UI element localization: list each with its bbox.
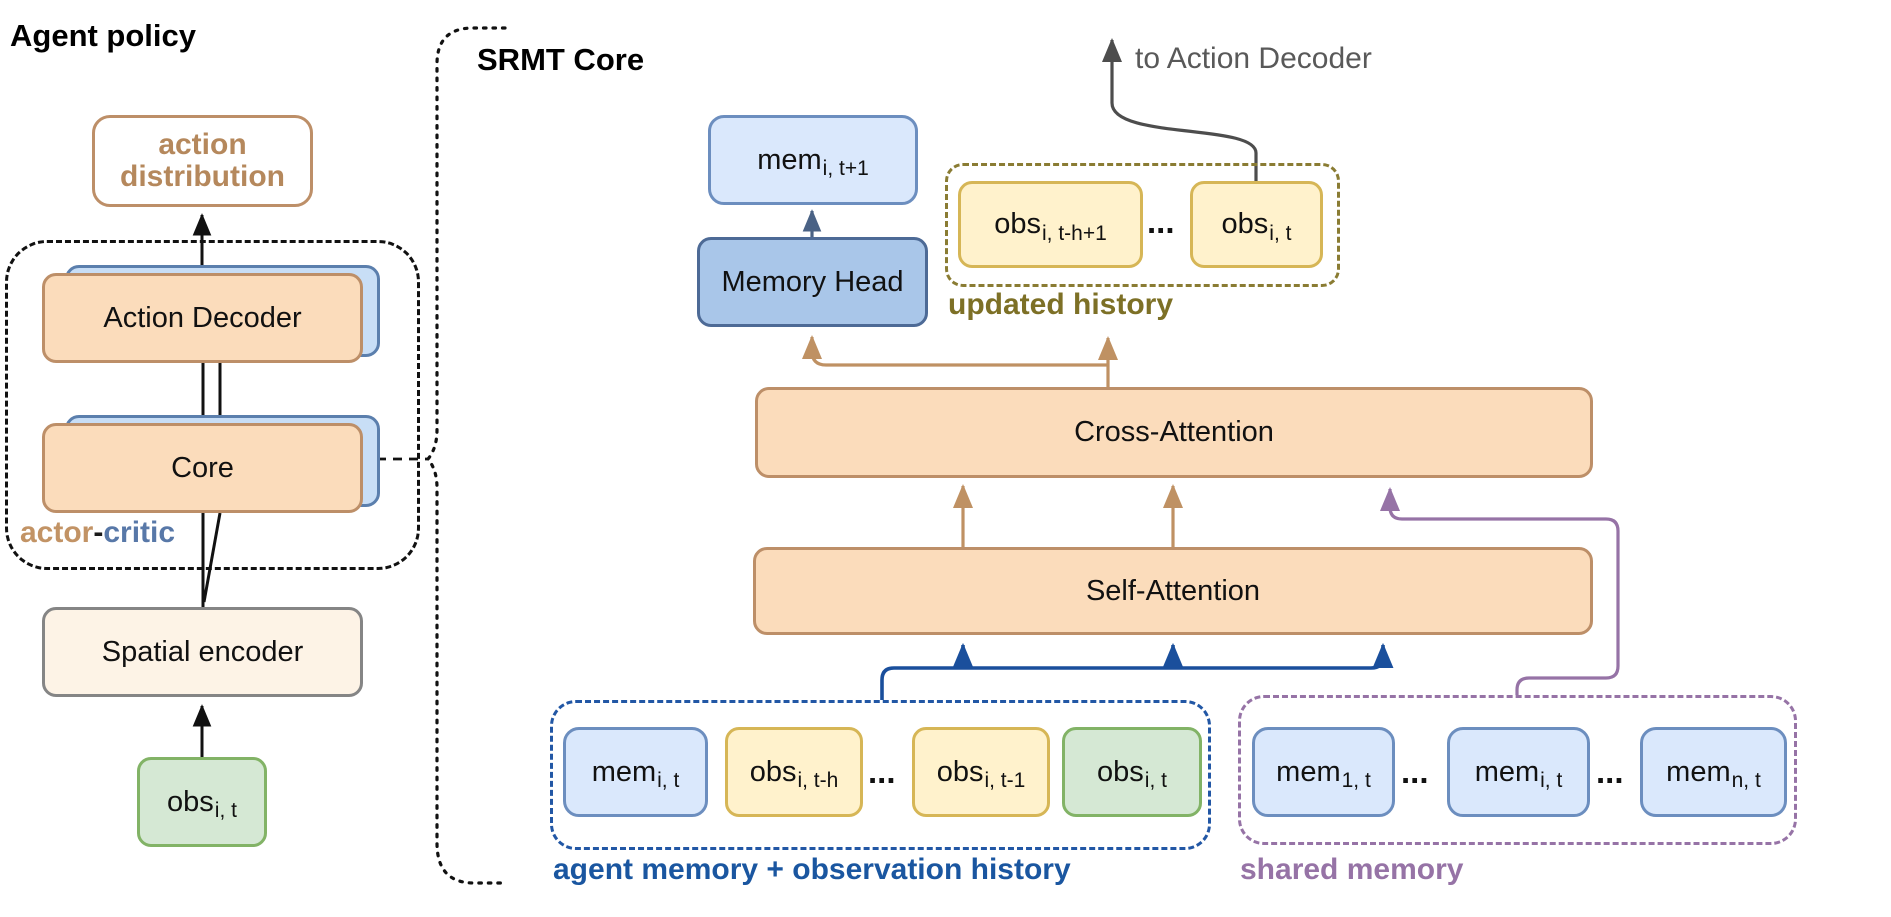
actor-label: actor	[20, 516, 94, 549]
agent-history-label: agent memory + observation history	[553, 853, 1071, 886]
cross-attention-box: Cross-Attention	[755, 387, 1593, 478]
shared-memory-group	[1238, 695, 1797, 845]
spatial-encoder-box: Spatial encoder	[42, 607, 363, 697]
action-distribution-line2: distribution	[120, 160, 285, 193]
to-action-decoder-label: to Action Decoder	[1135, 42, 1372, 75]
updated-history-label: updated history	[948, 288, 1174, 321]
arrow-obs-to-action-decoder	[1102, 38, 1258, 181]
core-box: Core	[42, 423, 363, 513]
shared-memory-dots1: ...	[1401, 753, 1429, 790]
srmt-core-title: SRMT Core	[477, 42, 645, 77]
agent-history-dots: ...	[868, 753, 896, 790]
agent-history-group	[550, 700, 1211, 850]
line-core-spatial-2	[202, 512, 222, 603]
updated-history-dots: ...	[1147, 203, 1175, 240]
spatial-encoder-label: Spatial encoder	[101, 635, 304, 668]
self-attention-label: Self-Attention	[1085, 574, 1261, 607]
memory-head-box: Memory Head	[697, 237, 928, 327]
actor-critic-label: actor-critic	[20, 516, 175, 550]
actor-critic-group	[5, 240, 420, 570]
action-distribution-box: action distribution	[92, 115, 313, 207]
updated-history-group	[945, 163, 1340, 287]
srmt-panel-bracket	[377, 26, 507, 885]
actor-critic-sep: -	[93, 516, 104, 549]
tan-attention-arrows	[802, 335, 1183, 547]
critic-label: critic	[103, 516, 176, 549]
arrow-history-to-self-3	[880, 642, 1394, 700]
self-attention-box: Self-Attention	[753, 547, 1593, 635]
action-distribution-line1: action	[158, 127, 247, 161]
cross-attention-label: Cross-Attention	[1074, 416, 1274, 448]
arrow-cross-to-memory-head	[802, 335, 1108, 367]
memory-head-label: Memory Head	[721, 265, 904, 298]
shared-memory-label: shared memory	[1240, 853, 1464, 886]
agent-policy-title: Agent policy	[10, 18, 197, 53]
srmt-dotted-border	[425, 26, 507, 885]
action-decoder-box: Action Decoder	[42, 273, 363, 363]
action-decoder-label: Action Decoder	[103, 301, 302, 334]
agent-policy-flow-arrows	[192, 213, 222, 757]
shared-memory-dots2: ...	[1596, 753, 1624, 790]
navy-history-arrows	[880, 642, 1394, 700]
arrow-shared-memory-to-cross	[1380, 487, 1620, 695]
core-label: Core	[171, 451, 234, 484]
